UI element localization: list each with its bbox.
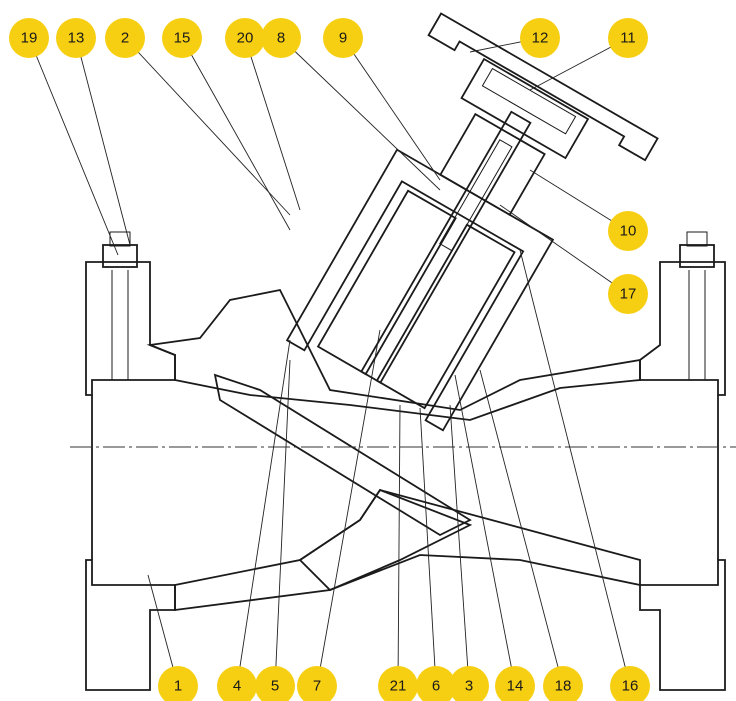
callout-21: 21 (378, 666, 418, 701)
svg-text:10: 10 (620, 223, 637, 240)
svg-text:16: 16 (622, 678, 639, 695)
callout-4: 4 (217, 666, 257, 701)
svg-text:17: 17 (620, 286, 637, 303)
left-flange-bolt (102, 231, 138, 380)
svg-text:18: 18 (555, 678, 572, 695)
callout-9: 9 (323, 18, 363, 58)
callout-20: 20 (225, 18, 265, 58)
svg-text:5: 5 (271, 678, 279, 695)
right-flange-bolt (679, 231, 715, 380)
callout-5: 5 (255, 666, 295, 701)
svg-text:8: 8 (277, 30, 285, 47)
svg-text:7: 7 (313, 678, 321, 695)
valve-body (85, 12, 726, 691)
callout-18: 18 (543, 666, 583, 701)
svg-text:15: 15 (174, 30, 191, 47)
svg-text:12: 12 (532, 30, 549, 47)
svg-text:20: 20 (237, 30, 254, 47)
callout-6: 6 (416, 666, 456, 701)
callout-7: 7 (297, 666, 337, 701)
callout-16: 16 (610, 666, 650, 701)
svg-text:4: 4 (233, 678, 241, 695)
callout-3: 3 (449, 666, 489, 701)
svg-text:6: 6 (432, 678, 440, 695)
callout-14: 14 (495, 666, 535, 701)
svg-text:21: 21 (390, 678, 407, 695)
callout-13: 13 (56, 18, 96, 58)
left-flange (85, 261, 176, 396)
right-flange (639, 261, 726, 396)
callout-19: 19 (9, 18, 49, 58)
svg-text:3: 3 (465, 678, 473, 695)
svg-text:9: 9 (339, 30, 347, 47)
svg-text:14: 14 (507, 678, 524, 695)
callout-10: 10 (608, 211, 648, 251)
svg-text:1: 1 (174, 678, 182, 695)
callout-17: 17 (608, 274, 648, 314)
callout-15: 15 (162, 18, 202, 58)
callout-2: 2 (105, 18, 145, 58)
callout-8: 8 (261, 18, 301, 58)
svg-text:2: 2 (121, 30, 129, 47)
svg-text:13: 13 (68, 30, 85, 47)
callout-11: 11 (608, 18, 648, 58)
callout-12: 12 (520, 18, 560, 58)
svg-text:11: 11 (620, 30, 636, 47)
svg-text:19: 19 (21, 30, 38, 47)
callout-1: 1 (158, 666, 198, 701)
callouts: 19 13 2 15 20 8 9 12 11 10 17 1 4 5 7 21… (9, 18, 650, 701)
